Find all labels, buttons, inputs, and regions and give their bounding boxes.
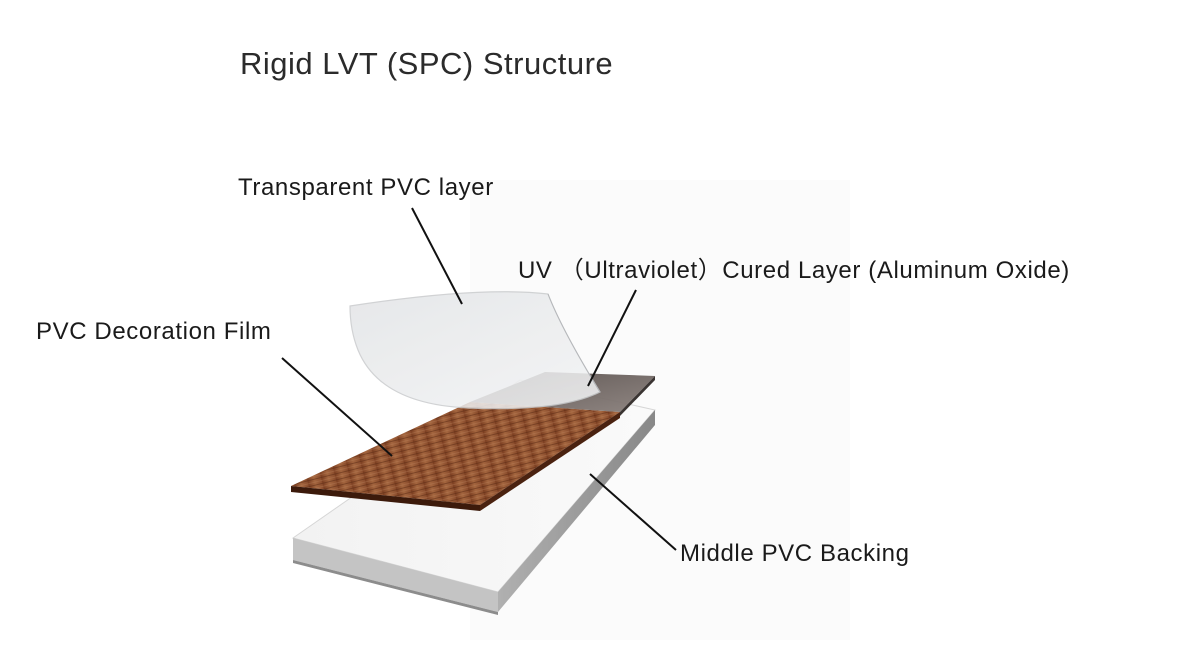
label-uv-cured-layer: UV （Ultraviolet）Cured Layer (Aluminum Ox… xyxy=(518,257,1070,284)
label-middle-pvc-backing: Middle PVC Backing xyxy=(680,540,910,567)
leader-line-decoration xyxy=(281,357,393,457)
label-transparent-pvc-layer: Transparent PVC layer xyxy=(238,174,494,201)
transparent-pvc-sheet xyxy=(349,291,601,410)
label-pvc-decoration-film: PVC Decoration Film xyxy=(36,318,272,345)
pvc-decoration-film-layer xyxy=(291,402,620,511)
leader-line-uv xyxy=(587,289,637,387)
leader-line-backing xyxy=(589,473,677,551)
diagram-title: Rigid LVT (SPC) Structure xyxy=(240,46,614,81)
leader-line-transparent xyxy=(411,207,463,305)
